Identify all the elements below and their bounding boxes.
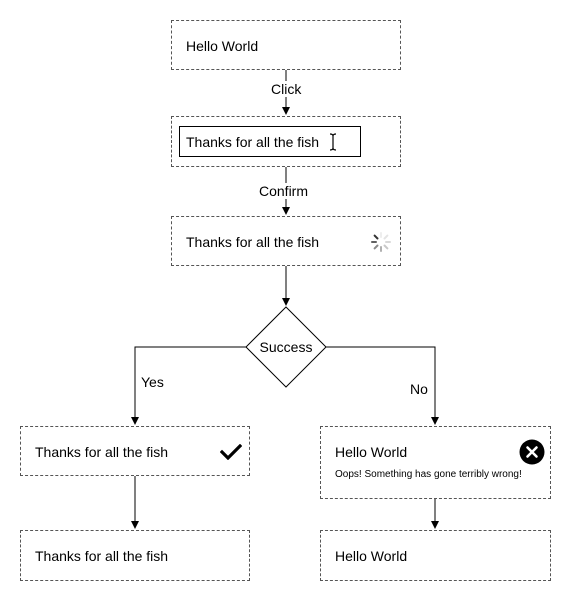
- no-box: Hello World Oops! Something has gone ter…: [320, 426, 551, 499]
- step1-text: Hello World: [186, 38, 259, 54]
- text-input-field[interactable]: Thanks for all the fish: [179, 126, 361, 157]
- loading-spinner-icon: [371, 232, 391, 252]
- text-cursor-icon: [329, 133, 337, 151]
- decision-diamond: [245, 306, 327, 388]
- error-message: Oops! Something has gone terribly wrong!: [335, 469, 522, 480]
- no-box-title: Hello World: [335, 444, 408, 460]
- edge-no: [326, 346, 439, 425]
- step3-text: Thanks for all the fish: [186, 234, 320, 250]
- edge-label-no: No: [410, 381, 428, 397]
- step1-box: Hello World: [171, 20, 401, 70]
- text-input-value: Thanks for all the fish: [186, 134, 320, 150]
- yes-box: Thanks for all the fish: [20, 426, 250, 476]
- edge-label-yes: Yes: [141, 374, 164, 390]
- edge-yes: [131, 346, 246, 425]
- yes-final-box: Thanks for all the fish: [20, 530, 250, 581]
- step3-box: Thanks for all the fish: [171, 216, 401, 266]
- yes-box-text: Thanks for all the fish: [35, 444, 169, 460]
- step2-box: Thanks for all the fish: [171, 116, 401, 167]
- edge-label-confirm: Confirm: [259, 183, 309, 199]
- decision-label: Success: [259, 339, 313, 355]
- yes-final-text: Thanks for all the fish: [35, 548, 169, 564]
- no-final-text: Hello World: [335, 548, 408, 564]
- no-final-box: Hello World: [320, 530, 551, 581]
- checkmark-icon: [220, 444, 242, 460]
- close-circle-icon[interactable]: [519, 439, 545, 465]
- edge-label-click: Click: [271, 81, 302, 97]
